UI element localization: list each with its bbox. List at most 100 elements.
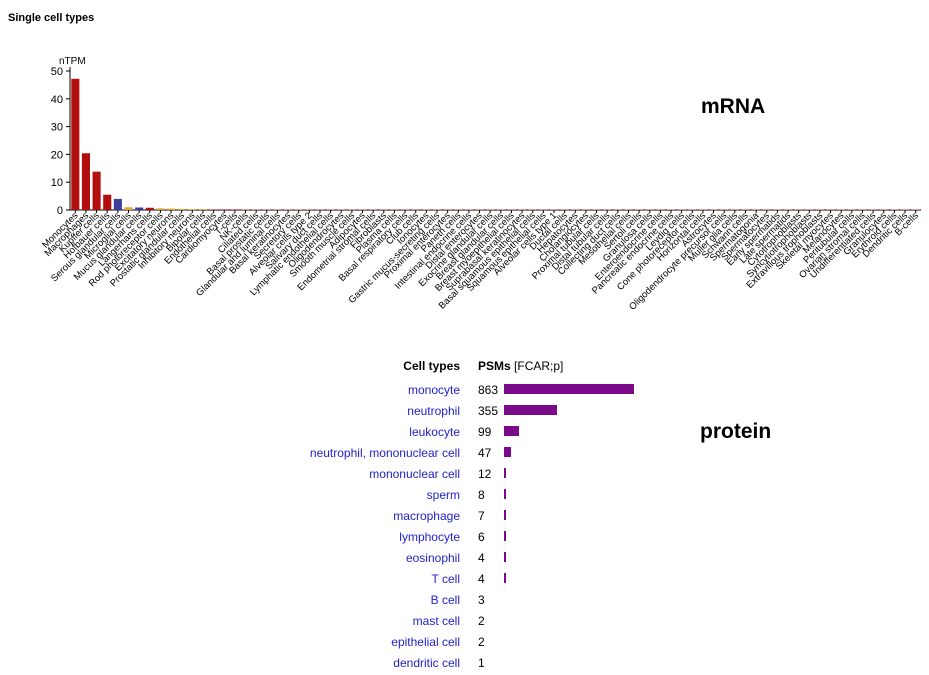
bar [305,209,314,210]
bar [528,209,537,210]
psm-value: 2 [478,614,485,628]
protein-row: neutrophil 355 [0,401,929,422]
cell-type-link[interactable]: T cell [431,572,460,586]
bar [879,209,888,210]
bar [252,209,261,210]
psm-value: 12 [478,467,492,481]
psm-value: 99 [478,425,492,439]
bar [443,209,452,210]
psm-bar [504,384,634,394]
bar [581,209,590,210]
cell-type-link[interactable]: leukocyte [409,425,460,439]
bar [273,209,282,210]
bar [730,209,739,210]
bar [422,209,431,210]
bar [869,209,878,210]
bar [454,209,463,210]
protein-row: leukocyte 99 [0,422,929,443]
psm-bar [504,447,512,457]
bar [315,209,325,210]
psm-bar [504,531,506,541]
bar [794,209,803,210]
cell-type-link[interactable]: monocyte [407,383,460,397]
bar [560,209,569,210]
bar [720,209,729,210]
psm-value: 4 [478,572,485,586]
bar [156,208,165,210]
psm-bar [504,573,506,583]
bar [698,209,707,210]
cell-type-link[interactable]: epithelial cell [391,635,460,649]
cell-type-link[interactable]: neutrophil, mononuclear cell [309,446,460,460]
bar [464,209,473,210]
cell-type-link[interactable]: dendritic cell [393,656,460,670]
y-tick-label: 40 [51,94,63,106]
protein-row: mononuclear cell 12 [0,464,929,485]
protein-header-psms: PSMs [FCAR;p] [478,359,563,373]
cell-type-link[interactable]: sperm [426,488,460,502]
bar [262,209,271,210]
bar [198,209,208,210]
bar [783,209,793,210]
y-tick-label: 20 [51,149,63,161]
cell-type-link[interactable]: B cell [430,593,460,607]
psm-value: 47 [478,446,492,460]
protein-header-psm-suffix: [FCAR;p] [514,359,564,373]
bar [379,209,388,210]
y-tick-label: 0 [57,205,63,217]
cell-type-link[interactable]: mast cell [412,614,460,628]
bar [390,209,399,210]
psm-bar [504,405,558,415]
bar [635,209,644,210]
bar [103,194,112,210]
bar [401,209,410,210]
bar [294,209,303,210]
bar [847,209,856,210]
psm-bar [504,468,506,478]
bar [741,209,750,210]
bar [709,209,718,210]
bar [284,209,293,210]
page-title: Single cell types [8,12,95,24]
bar [911,209,920,210]
cell-type-link[interactable]: eosinophil [405,551,460,565]
psm-bar [504,510,506,520]
psm-value: 2 [478,635,485,649]
bar [858,209,867,210]
bar [220,209,229,210]
cell-type-link[interactable]: macrophage [393,509,460,523]
protein-row: mast cell 2 [0,611,929,632]
psm-value: 4 [478,551,485,565]
bar [496,209,505,210]
bar [901,209,910,210]
psm-value: 7 [478,509,485,523]
psm-value: 3 [478,593,485,607]
bar [624,209,633,210]
y-tick-label: 50 [51,66,63,78]
bar [656,209,665,210]
psm-value: 8 [478,488,485,502]
protein-label: protein [700,420,772,443]
bar [826,209,835,210]
bar [241,209,250,210]
bar [326,209,335,210]
bar [592,209,601,210]
protein-row: macrophage 7 [0,506,929,527]
cell-type-link[interactable]: mononuclear cell [369,467,460,481]
cell-type-link[interactable]: lymphocyte [399,530,460,544]
y-tick-label: 10 [51,177,63,189]
bar [358,209,367,210]
bar [837,209,846,210]
bar [666,209,676,210]
bar [613,209,622,210]
bar [167,208,176,210]
bar [518,209,527,210]
cell-type-link[interactable]: neutrophil [407,404,460,418]
bar [135,207,144,210]
psm-bar [504,552,506,562]
psm-value: 355 [478,404,499,418]
bar [209,209,218,210]
mrna-bar-chart: nTPM01020304050MonocytesMacrophagesKupff… [40,56,921,313]
